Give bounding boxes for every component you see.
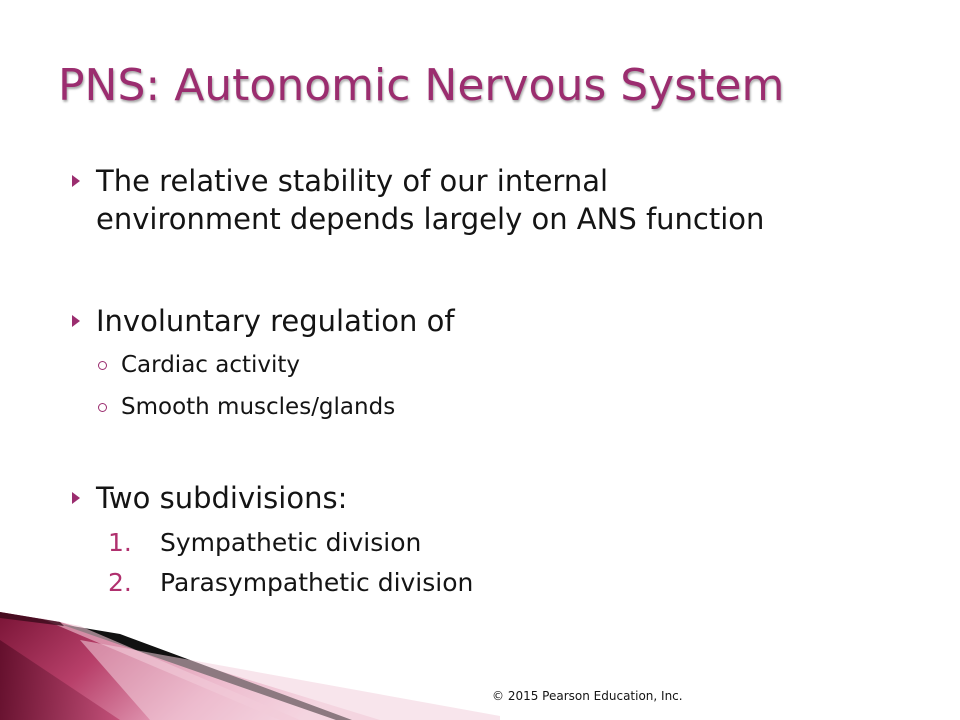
sub-bullet-cardiac: Cardiac activity xyxy=(98,350,300,380)
bullet-stability-text: The relative stability of our internal e… xyxy=(96,164,765,236)
item-text: Parasympathetic division xyxy=(160,568,474,597)
sub-bullet-text: Smooth muscles/glands xyxy=(121,394,396,420)
item-number: 2. xyxy=(108,568,132,597)
copyright-footer: © 2015 Pearson Education, Inc. xyxy=(492,689,683,703)
arrow-bullet-icon xyxy=(72,175,80,187)
ring-bullet-icon xyxy=(98,360,107,370)
bullet-subdivisions: Two subdivisions: xyxy=(72,479,347,517)
arrow-bullet-icon xyxy=(72,492,80,504)
sub-bullet-smooth-muscles: Smooth muscles/glands xyxy=(98,392,395,422)
ring-bullet-icon xyxy=(98,402,107,412)
bullet-regulation: Involuntary regulation of xyxy=(72,302,455,340)
item-number: 1. xyxy=(108,528,132,557)
item-text: Sympathetic division xyxy=(160,528,422,557)
numbered-item-sympathetic: 1. Sympathetic division xyxy=(108,527,421,559)
bullet-subdivisions-text: Two subdivisions: xyxy=(96,481,348,515)
bullet-regulation-text: Involuntary regulation of xyxy=(96,304,455,338)
numbered-item-parasympathetic: 2. Parasympathetic division xyxy=(108,567,473,599)
bullet-stability: The relative stability of our internal e… xyxy=(72,162,764,238)
slide-title: PNS: Autonomic Nervous System xyxy=(58,60,785,111)
arrow-bullet-icon xyxy=(72,315,80,327)
sub-bullet-text: Cardiac activity xyxy=(121,352,301,378)
